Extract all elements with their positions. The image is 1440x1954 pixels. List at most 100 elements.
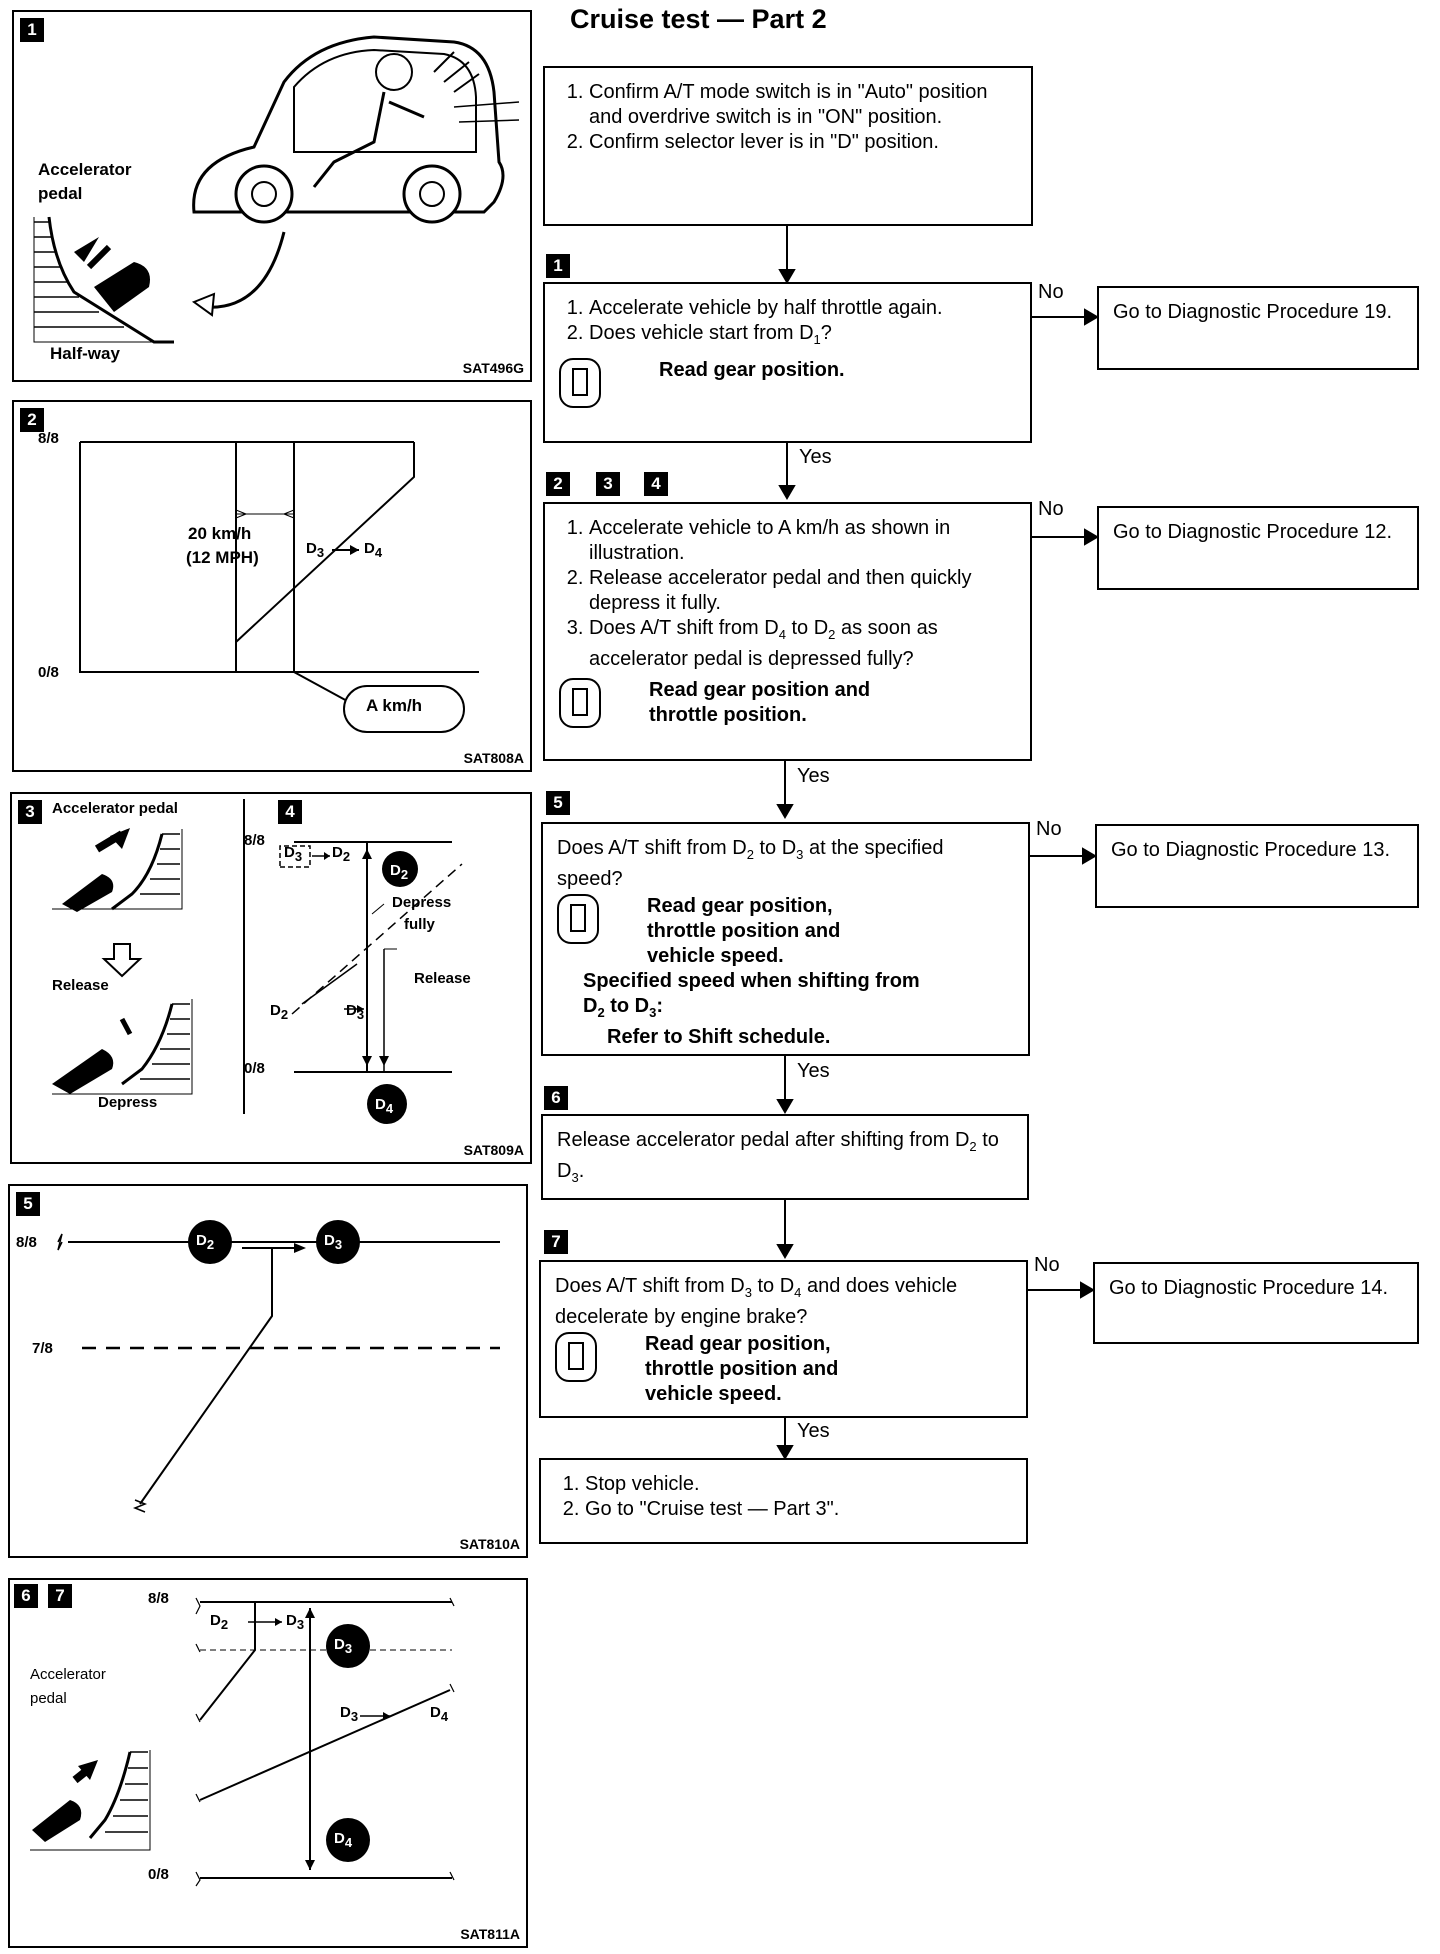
pedal-label: pedal [38,184,83,203]
a-kmh-label: A km/h [366,696,423,715]
no-label: No [1038,498,1064,520]
no-outcome-box: Go to Diagnostic Procedure 19. [1097,286,1419,370]
figure-code: SAT809A [463,1142,524,1158]
step-2-box: Accelerate vehicle to A km/h as shown in… [543,502,1032,761]
fully-label: fully [404,916,435,933]
step-badge-3: 3 [18,800,42,824]
throttle-top-label: 8/8 [16,1234,37,1251]
illustration-panel-5: 5 8/8 7/8 D2 D3 SAT810A [8,1184,528,1558]
top-shift-from: D3 [284,844,303,864]
step-2-item-3: Does A/T shift from D4 to D2 as soon as … [589,616,1016,672]
step-badge-1: 1 [546,254,570,278]
halfway-label: Half-way [50,344,120,363]
shift-speed-graph [57,1220,500,1513]
step-badge-5: 5 [546,791,570,815]
step-2-item-2: Release accelerator pedal and then quick… [589,566,1016,616]
kickdown-graph [30,1597,455,1887]
no-label: No [1036,818,1062,840]
circle-bottom-label: D4 [334,1830,353,1850]
end-item-2: Go to "Cruise test — Part 3". [585,1497,1012,1522]
accelerator-label: Accelerator [30,1666,106,1683]
speed-label: 20 km/h [188,524,252,543]
yes-label: Yes [797,1060,830,1082]
consult-icon [555,1332,597,1382]
read-instruction: Read gear position,throttle position and… [645,1333,839,1405]
page-title: Cruise test — Part 2 [570,4,827,34]
illustration-panel-3-4: 3 Accelerator pedal [10,792,532,1164]
mid-shift-from: D3 [340,1704,359,1724]
circle-right-label: D3 [324,1232,343,1252]
depress-fully-label: Depress [392,894,452,911]
mid-shift-from: D2 [270,1002,289,1022]
circle-bottom-label: D4 [375,1096,394,1116]
release-label-graph: Release [414,970,471,987]
step-badge-1: 1 [20,18,44,42]
step-4-box: Release accelerator pedal after shifting… [541,1114,1029,1200]
accelerator-pedal-label: Accelerator pedal [52,800,178,817]
consult-icon [559,358,601,408]
figure-code: SAT810A [459,1536,520,1552]
no-label: No [1038,281,1064,303]
step-1-item-1: Accelerate vehicle by half throttle agai… [589,296,1016,321]
car-driver-illustration [33,35,520,344]
step-badge-2: 2 [20,408,44,432]
step-3-question: Does A/T shift from D2 to D3 at the spec… [557,837,944,890]
step-4-text: Release accelerator pedal after shifting… [557,1129,999,1185]
depress-label: Depress [98,1094,158,1111]
no-outcome-box: Go to Diagnostic Procedure 13. [1095,824,1419,908]
pedal-label: pedal [30,1690,67,1707]
illustration-panel-6-7: 6 7 8/8 0/8 Accelerator pedal D2 D3 D3 D… [8,1578,528,1948]
spec-reference: Refer to Shift schedule. [607,1026,831,1048]
throttle-bottom-label: 0/8 [148,1866,169,1883]
step-badge-6: 6 [14,1584,38,1608]
figure-code: SAT811A [460,1926,520,1942]
step-badge-7: 7 [544,1230,568,1254]
pedal-release-illustration [52,799,463,1124]
circle-left-label: D2 [196,1232,215,1252]
yes-label: Yes [797,1420,830,1442]
no-label: No [1034,1254,1060,1276]
illustration-panel-2: 2 8/8 0/8 20 km/h (12 MPH) D3 D4 A km/h … [12,400,532,772]
start-item-2: Confirm selector lever is in "D" positio… [589,130,1017,155]
step-badge-4: 4 [278,800,302,824]
figure-code: SAT808A [463,750,524,766]
throttle-bottom-label: 0/8 [38,664,59,681]
step-badge-5: 5 [16,1192,40,1216]
figure-code: SAT496G [462,360,524,376]
shift-graph [79,441,479,733]
shift-from-label: D3 [306,540,325,560]
throttle-top-label: 8/8 [244,832,265,849]
throttle-top-label: 8/8 [38,430,59,447]
yes-label: Yes [799,446,832,468]
consult-icon [557,894,599,944]
step-2-item-1: Accelerate vehicle to A km/h as shown in… [589,516,1016,566]
step-3-box: Does A/T shift from D2 to D3 at the spec… [541,822,1030,1056]
no-outcome-box: Go to Diagnostic Procedure 12. [1097,506,1419,590]
step-badge-3: 3 [596,472,620,496]
speed-mph-label: (12 MPH) [186,548,259,567]
no-outcome-box: Go to Diagnostic Procedure 14. [1093,1262,1419,1344]
step-badge-4: 4 [644,472,668,496]
start-item-1: Confirm A/T mode switch is in "Auto" pos… [589,80,1017,130]
shift-to-label: D4 [364,540,383,560]
accelerator-label: Accelerator [38,160,132,179]
top-shift-from: D2 [210,1612,229,1632]
release-label: Release [52,977,109,994]
step-badge-2: 2 [546,472,570,496]
top-shift-to: D3 [286,1612,305,1632]
step-1-item-2: Does vehicle start from D1? [589,321,1016,352]
step-badge-6: 6 [544,1086,568,1110]
circle-top-label: D2 [390,862,409,882]
step-badge-7: 7 [48,1584,72,1608]
end-box: Stop vehicle. Go to "Cruise test — Part … [539,1458,1028,1544]
end-item-1: Stop vehicle. [585,1472,1012,1497]
read-instruction: Read gear position. [659,359,845,381]
mid-shift-to: D3 [346,1002,365,1022]
throttle-mid-label: 7/8 [32,1340,53,1357]
step-1-box: Accelerate vehicle by half throttle agai… [543,282,1032,443]
circle-top-label: D3 [334,1636,353,1656]
step-5-box: Does A/T shift from D3 to D4 and does ve… [539,1260,1028,1418]
